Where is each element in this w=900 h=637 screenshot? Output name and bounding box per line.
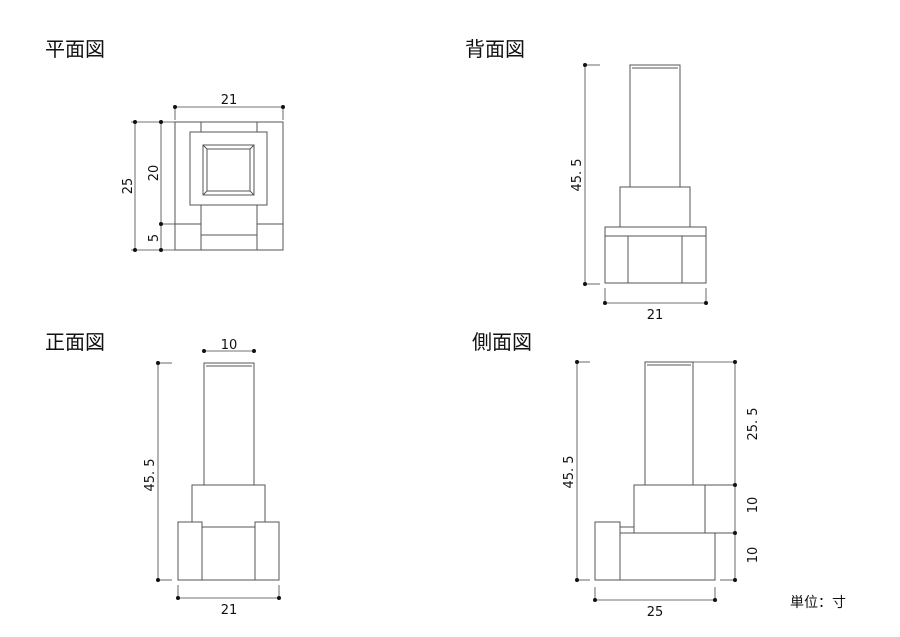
side-width-dim: 25	[647, 605, 664, 620]
plan-upper-dim: 20	[147, 165, 162, 182]
back-width-dim: 21	[647, 308, 664, 323]
unit-label: 単位：寸	[790, 595, 846, 611]
side-upper-dim: 25. 5	[746, 407, 761, 440]
back-view-title: 背面図	[465, 37, 525, 61]
side-lower-dim: 10	[746, 547, 761, 564]
front-view: 10 45. 5 21	[143, 338, 281, 618]
side-view-title: 側面図	[472, 330, 532, 354]
front-view-title: 正面図	[45, 330, 105, 354]
back-height-dim: 45. 5	[570, 158, 585, 191]
side-height-dim: 45. 5	[562, 455, 577, 488]
plan-view-title: 平面図	[45, 37, 105, 61]
back-view: 45. 5 21	[570, 63, 708, 323]
plan-lower-dim: 5	[147, 234, 162, 242]
front-top-dim: 10	[221, 338, 238, 353]
front-height-dim: 45. 5	[143, 458, 158, 491]
plan-width-dim: 21	[221, 93, 238, 108]
side-middle-dim: 10	[746, 497, 761, 514]
plan-view: 21 25 20 5	[121, 93, 285, 252]
plan-total-dim: 25	[121, 178, 136, 195]
side-view: 45. 5 25. 5 10 10 25	[562, 360, 761, 620]
front-width-dim: 21	[221, 603, 238, 618]
